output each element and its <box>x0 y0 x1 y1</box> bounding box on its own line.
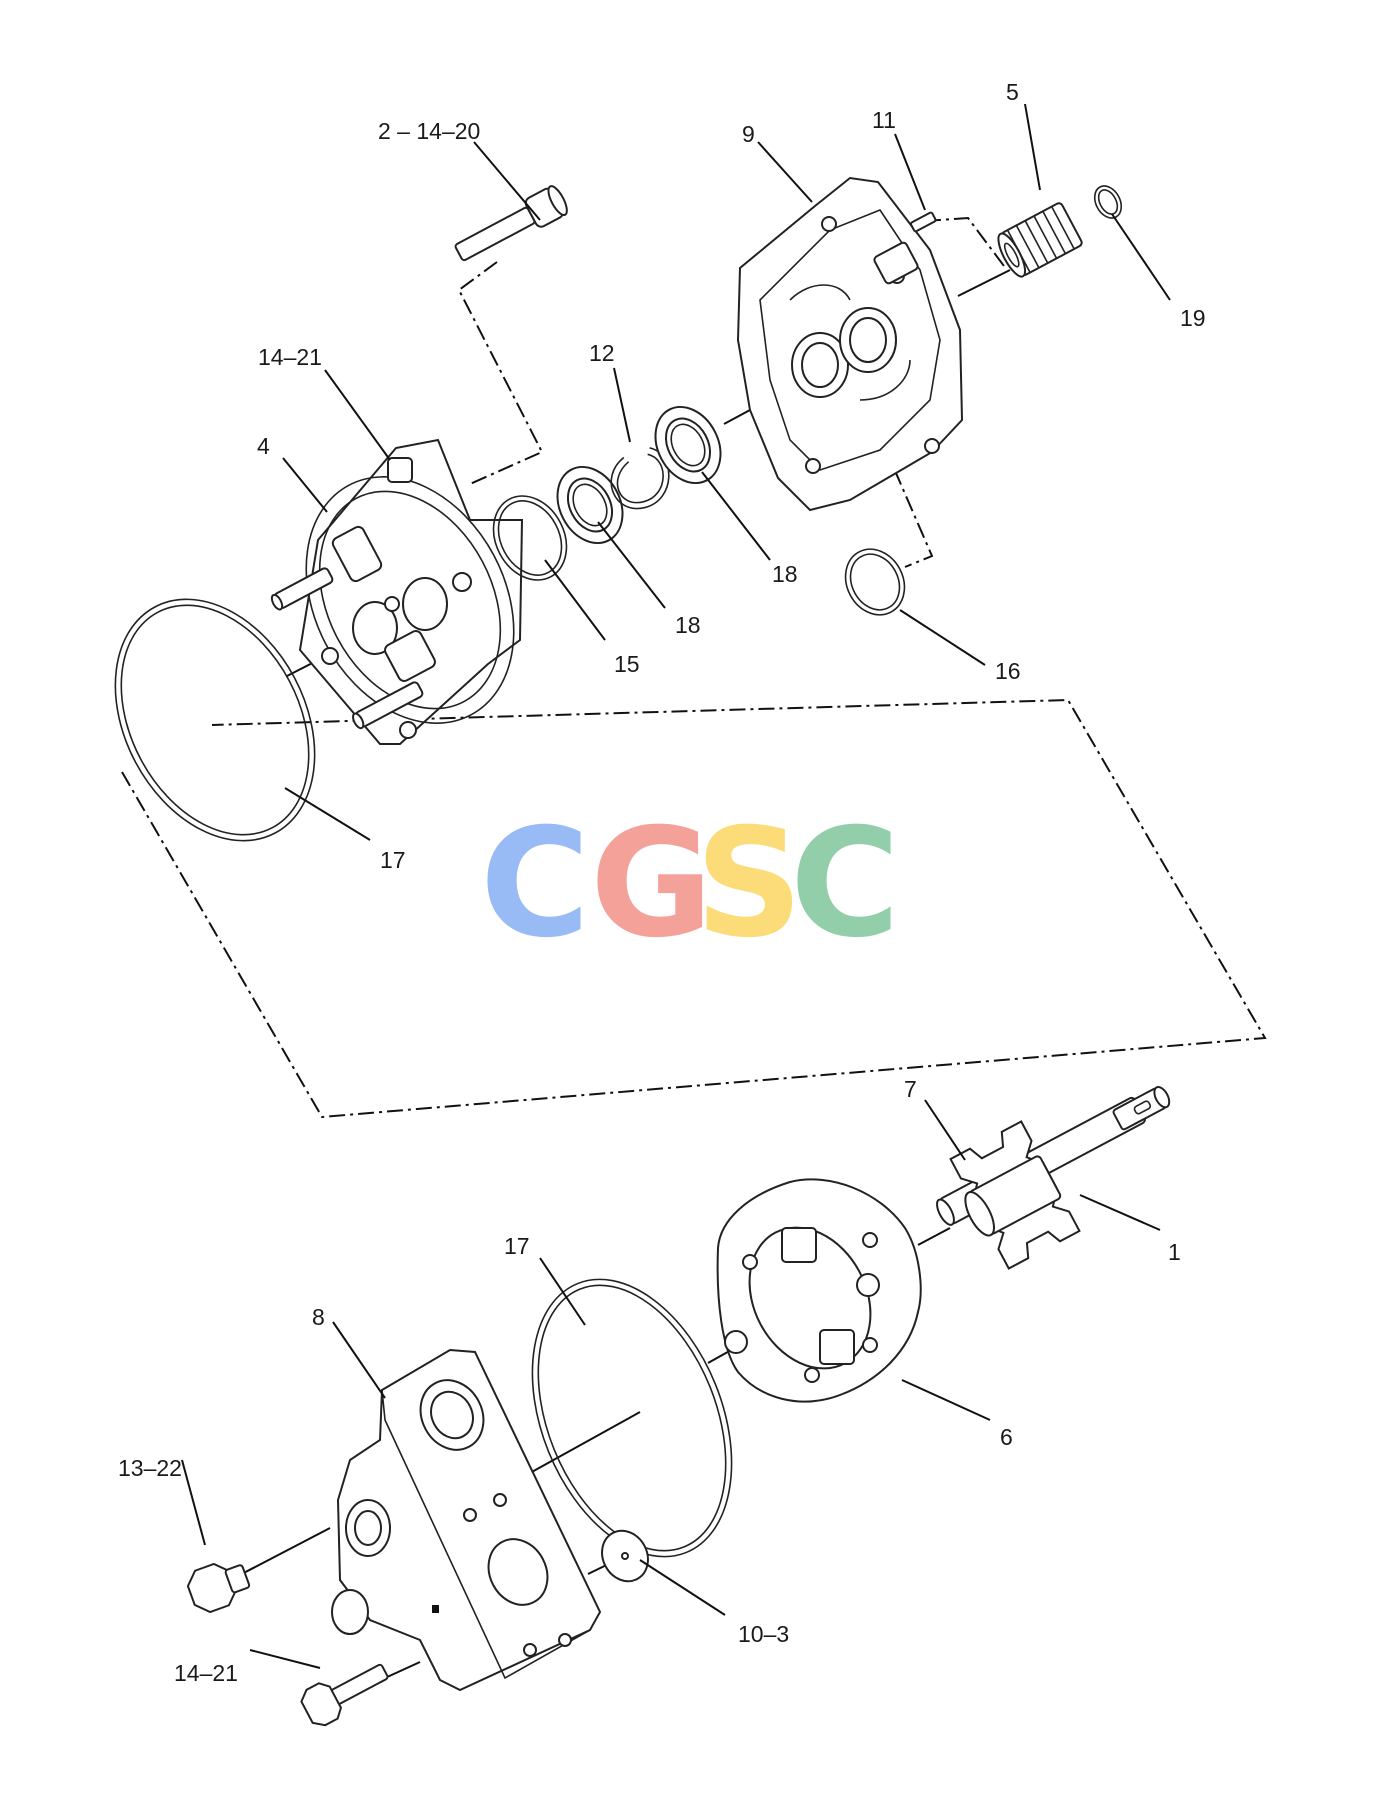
watermark-letter-1: C <box>480 797 590 971</box>
main-assembly-dashed-path <box>121 698 1267 1119</box>
snap-ring-19-icon <box>1093 185 1123 219</box>
callout-15: 15 <box>614 651 640 677</box>
watermark-logo: C G S C <box>480 797 900 971</box>
bolt-dashed-path <box>457 261 544 485</box>
pin-11-icon <box>909 211 937 233</box>
callout-7: 7 <box>904 1076 917 1102</box>
o-ring-17-bottom-icon <box>531 1278 733 1558</box>
callout-17-top: 17 <box>380 847 406 873</box>
rear-cover-8-icon <box>331 1348 602 1692</box>
seal-18-a-icon <box>556 465 624 545</box>
watermark-letter-2: G <box>590 797 713 971</box>
gear-7-icon <box>949 1120 1081 1270</box>
ring-15-icon <box>492 495 568 581</box>
disc-10-3-icon <box>601 1529 649 1583</box>
callout-2-14-20: 2 – 14–20 <box>378 118 480 144</box>
bolt-14-21-bottom-icon <box>300 1663 389 1727</box>
pin-11-dashed-path <box>924 216 1005 267</box>
callout-18-a: 18 <box>772 561 798 587</box>
coupling-5-icon <box>997 202 1083 278</box>
o-ring-16-icon <box>844 548 906 616</box>
o-ring-17-top-icon <box>114 598 316 842</box>
callout-14-21-bottom: 14–21 <box>174 1660 238 1686</box>
callout-18-b: 18 <box>675 612 701 638</box>
watermark-letter-3: S <box>695 797 803 971</box>
callout-1: 1 <box>1168 1239 1181 1265</box>
callout-14-21-top: 14–21 <box>258 344 322 370</box>
bolt-2-14-20-icon <box>454 185 568 262</box>
leader-lines <box>181 103 1171 1669</box>
callout-4: 4 <box>257 433 270 459</box>
callout-6: 6 <box>1000 1424 1013 1450</box>
callout-19: 19 <box>1180 305 1206 331</box>
callout-17-bottom: 17 <box>504 1233 530 1259</box>
callout-10-3: 10–3 <box>738 1621 789 1647</box>
rear-housing-9-icon <box>736 176 964 512</box>
callout-5: 5 <box>1006 79 1019 105</box>
callout-13-22: 13–22 <box>118 1455 182 1481</box>
watermark-letter-4: C <box>790 797 900 971</box>
callout-labels: 2 – 14–20 14–21 4 12 9 11 5 19 18 18 15 … <box>118 79 1206 1686</box>
callout-11: 11 <box>872 107 896 133</box>
callout-9: 9 <box>742 121 755 147</box>
gear-plate-6-icon <box>716 1178 922 1403</box>
callout-16: 16 <box>995 658 1021 684</box>
front-cover-4-icon <box>270 438 524 745</box>
seal-18-b-icon <box>654 405 722 485</box>
plug-13-22-icon <box>186 1562 251 1614</box>
callout-12: 12 <box>589 340 615 366</box>
callout-8: 8 <box>312 1304 325 1330</box>
